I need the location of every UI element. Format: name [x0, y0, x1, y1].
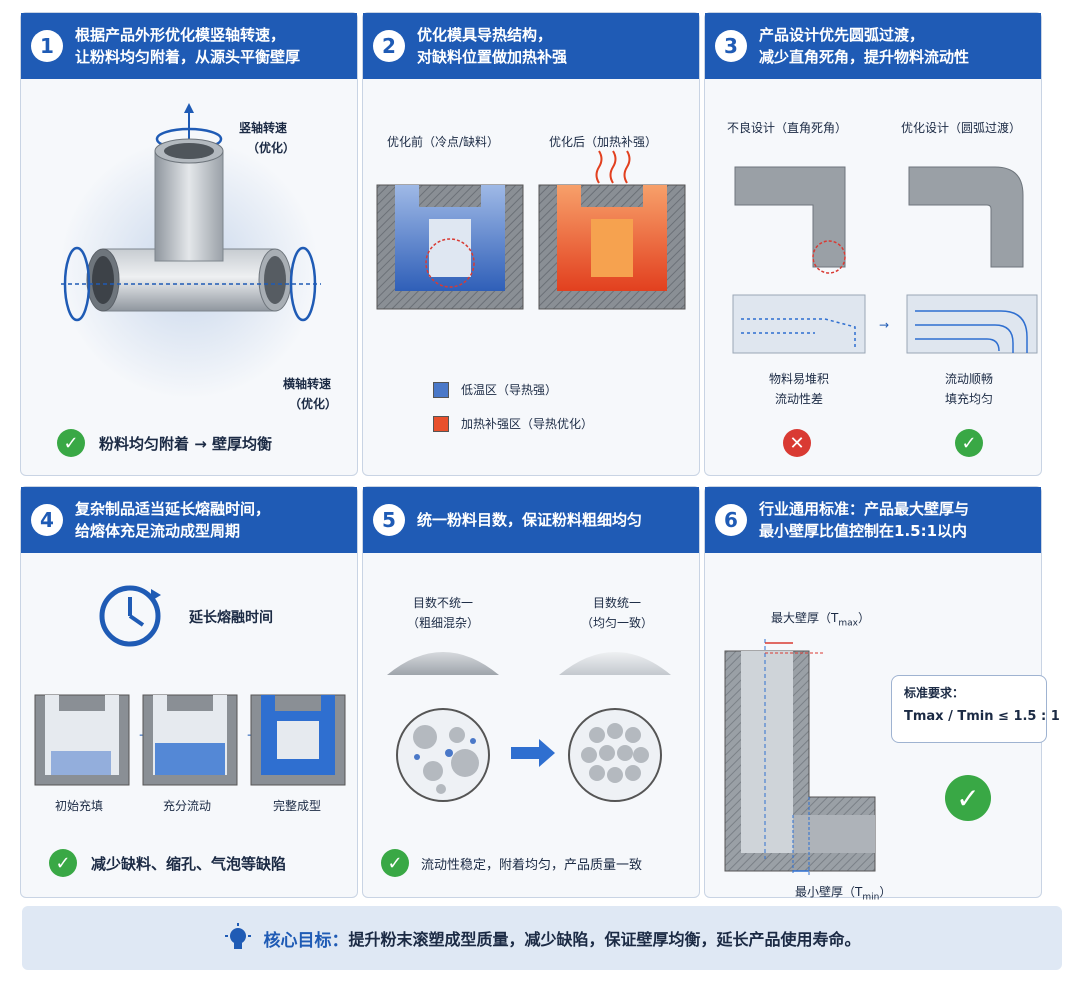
step-number: 6: [715, 504, 747, 536]
stage-2-label: 充分流动: [163, 799, 212, 813]
good-caption-line-1: 流动顺畅: [944, 372, 993, 386]
low-temp-swatch: [433, 381, 449, 398]
step-number: 5: [373, 504, 405, 536]
corner-design-illustration: →: [732, 166, 1038, 354]
panel-title: 根据产品外形优化模竖轴转速， 让粉料均匀附着，从源头平衡壁厚: [75, 24, 300, 68]
horizontal-axis-sub: （优化）: [289, 397, 338, 411]
core-goal-bar: 核心目标： 提升粉末滚塑成型质量，减少缺陷，保证壁厚均衡，延长产品使用寿命。: [22, 906, 1062, 970]
title-line-2: 让粉料均匀附着，从源头平衡壁厚: [75, 48, 301, 66]
legend-low-label: 低温区（导热强）: [461, 383, 558, 397]
stage-1-label: 初始充填: [55, 799, 104, 813]
uniform-label-line-2: （均匀一致）: [580, 616, 653, 630]
title-line-2: 给熔体充足流动成型周期: [75, 522, 241, 540]
panel-5-result: ✓ 流动性稳定，附着均匀，产品质量一致: [381, 849, 642, 877]
vertical-axis-sub: （优化）: [247, 141, 296, 155]
panel-6-header: 6 行业通用标准：产品最大壁厚与 最小壁厚比值控制在1.5:1以内: [705, 487, 1041, 553]
title-line-2: 减少直角死角，提升物料流动性: [759, 48, 970, 66]
check-icon: ✓: [381, 849, 409, 877]
panel-1-result: ✓ 粉料均匀附着 → 壁厚均衡: [57, 429, 272, 457]
mixed-label-line-1: 目数不统一: [412, 596, 473, 610]
stage-3-label: 完整成型: [273, 799, 322, 813]
title-line-1: 优化模具导热结构，: [417, 26, 553, 44]
panel-2-header: 2 优化模具导热结构， 对缺料位置做加热补强: [363, 13, 699, 79]
good-caption-line-2: 填充均匀: [944, 392, 993, 406]
panel-4: 4 复杂制品适当延长熔融时间， 给熔体充足流动成型周期 延长熔融时间 →: [20, 486, 358, 898]
heat-swatch: [433, 415, 449, 432]
step-number: 3: [715, 30, 747, 62]
panel-2: 2 优化模具导热结构， 对缺料位置做加热补强 优化前（冷点/缺料） 优化后（加热…: [362, 12, 700, 476]
core-goal-text: 提升粉末滚塑成型质量，减少缺陷，保证壁厚均衡，延长产品使用寿命。: [348, 930, 861, 949]
title-line-2: 最小壁厚比值控制在1.5:1以内: [759, 522, 968, 540]
good-caption: 流动顺畅 填充均匀: [919, 369, 1019, 409]
max-label-text: 最大壁厚（T: [771, 611, 839, 625]
panel-3: 3 产品设计优先圆弧过渡， 减少直角死角，提升物料流动性 不良设计（直角死角） …: [704, 12, 1042, 476]
panel-5-header: 5 统一粉料目数，保证粉料粗细均匀: [363, 487, 699, 553]
panel-title: 复杂制品适当延长熔融时间， 给熔体充足流动成型周期: [75, 498, 270, 542]
panel-title: 行业通用标准：产品最大壁厚与 最小壁厚比值控制在1.5:1以内: [759, 498, 969, 542]
panel-5: 5 统一粉料目数，保证粉料粗细均匀 目数不统一 （粗细混杂） 目数统一 （均匀一…: [362, 486, 700, 898]
before-label: 优化前（冷点/缺料）: [387, 135, 500, 149]
standard-formula: Tmax / Tmin ≤ 1.5 : 1: [904, 709, 1060, 724]
panel-1: 1 根据产品外形优化模竖轴转速， 让粉料均匀附着，从源头平衡壁厚: [20, 12, 358, 476]
panel-1-header: 1 根据产品外形优化模竖轴转速， 让粉料均匀附着，从源头平衡壁厚: [21, 13, 357, 79]
legend-low-temp: 低温区（导热强）: [433, 381, 557, 398]
cross-icon: ✕: [783, 429, 811, 457]
title-line-1: 统一粉料目数，保证粉料粗细均匀: [417, 511, 643, 529]
svg-text:→: →: [879, 318, 889, 332]
step-number: 4: [31, 504, 63, 536]
mixed-powder-label: 目数不统一 （粗细混杂）: [383, 593, 503, 633]
bad-caption: 物料易堆积 流动性差: [749, 369, 849, 409]
uniform-powder-label: 目数统一 （均匀一致）: [557, 593, 677, 633]
panel-4-result: ✓ 减少缺料、缩孔、气泡等缺陷: [49, 849, 286, 877]
panel-4-header: 4 复杂制品适当延长熔融时间， 给熔体充足流动成型周期: [21, 487, 357, 553]
panel-title: 产品设计优先圆弧过渡， 减少直角死角，提升物料流动性: [759, 24, 969, 68]
uniform-label-line-1: 目数统一: [592, 596, 641, 610]
panel-title: 统一粉料目数，保证粉料粗细均匀: [417, 509, 642, 531]
mold-comparison-illustration: [376, 150, 686, 310]
check-icon: ✓: [955, 429, 983, 457]
title-line-1: 行业通用标准：产品最大壁厚与: [759, 500, 970, 518]
clock-label: 延长熔融时间: [189, 610, 273, 626]
clock-icon: [99, 585, 161, 647]
bad-caption-line-1: 物料易堆积: [768, 372, 829, 386]
min-label-text: 最小壁厚（T: [795, 885, 863, 899]
check-icon: ✓: [57, 429, 85, 457]
max-sub: max: [838, 618, 858, 629]
lightbulb-icon: [225, 923, 252, 949]
melt-stages-illustration: → →: [34, 694, 346, 786]
tee-pipe-illustration: [59, 103, 321, 399]
panel-3-header: 3 产品设计优先圆弧过渡， 减少直角死角，提升物料流动性: [705, 13, 1041, 79]
step-number: 1: [31, 30, 63, 62]
core-goal-key: 核心目标：: [263, 930, 349, 951]
result-text: 粉料均匀附着 → 壁厚均衡: [99, 434, 273, 453]
vertical-axis-label: 竖轴转速: [239, 121, 288, 135]
good-design-label: 优化设计（圆弧过渡）: [901, 121, 1022, 135]
min-sub: min: [862, 892, 880, 903]
step-number: 2: [373, 30, 405, 62]
powder-comparison-illustration: [387, 652, 671, 802]
min-thickness-label: 最小壁厚（Tmin）: [795, 885, 892, 903]
title-line-2: 对缺料位置做加热补强: [417, 48, 568, 66]
standard-box: 标准要求： Tmax / Tmin ≤ 1.5 : 1: [891, 675, 1060, 743]
title-line-1: 产品设计优先圆弧过渡，: [759, 26, 925, 44]
panel-6: 6 行业通用标准：产品最大壁厚与 最小壁厚比值控制在1.5:1以内 最大壁厚（T…: [704, 486, 1060, 902]
title-line-1: 根据产品外形优化模竖轴转速，: [75, 26, 286, 44]
legend-heat-label: 加热补强区（导热优化）: [461, 417, 594, 431]
check-icon: ✓: [945, 775, 991, 821]
mixed-label-line-2: （粗细混杂）: [406, 616, 479, 630]
result-text: 减少缺料、缩孔、气泡等缺陷: [91, 854, 287, 873]
after-label: 优化后（加热补强）: [549, 135, 658, 149]
result-text: 流动性稳定，附着均匀，产品质量一致: [421, 857, 643, 873]
max-thickness-label: 最大壁厚（Tmax）: [771, 611, 870, 629]
legend-heat: 加热补强区（导热优化）: [433, 415, 593, 432]
panel-title: 优化模具导热结构， 对缺料位置做加热补强: [417, 24, 567, 68]
standard-title: 标准要求：: [904, 686, 965, 700]
wall-thickness-illustration: [724, 639, 876, 875]
title-line-1: 复杂制品适当延长熔融时间，: [75, 500, 271, 518]
bad-design-label: 不良设计（直角死角）: [727, 121, 848, 135]
bad-caption-line-2: 流动性差: [774, 392, 823, 406]
check-icon: ✓: [49, 849, 77, 877]
horizontal-axis-label: 横轴转速: [283, 377, 332, 391]
